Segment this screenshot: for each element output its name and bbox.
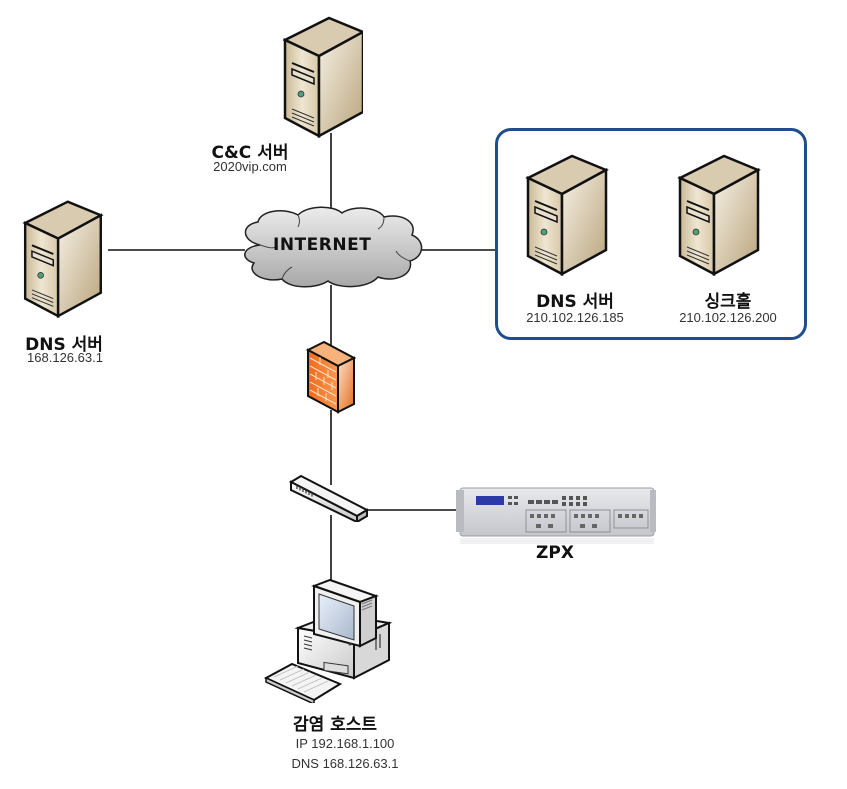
cloud-icon <box>244 206 423 288</box>
desktop-computer-icon <box>263 578 393 706</box>
dns-server-local-node[interactable] <box>14 192 110 322</box>
infected-host-node[interactable] <box>263 578 399 707</box>
infected-host-title: 감염 호스트 <box>292 715 378 735</box>
network-switch-icon <box>288 474 370 524</box>
internet-cloud-node[interactable] <box>238 205 428 294</box>
sinkhole-title: 싱크홀 <box>704 292 752 312</box>
infected-host-dns: DNS 168.126.63.1 <box>291 756 399 771</box>
rack-appliance-icon <box>456 487 656 544</box>
dns-server-remote-node[interactable] <box>521 146 611 280</box>
cnc-server-domain: 2020vip.com <box>213 159 287 174</box>
server-tower-icon <box>22 200 104 319</box>
cnc-server-node[interactable] <box>282 8 366 142</box>
dns-server-remote-ip: 210.102.126.185 <box>526 310 624 325</box>
infected-host-ip: IP 192.168.1.100 <box>295 736 395 751</box>
zpx-node[interactable] <box>456 484 656 550</box>
cnc-server-title: C&C 서버 <box>211 143 289 163</box>
zpx-label: ZPX <box>536 543 574 563</box>
dns-server-local-title: DNS 서버 <box>25 335 103 355</box>
firewall-icon <box>305 340 357 414</box>
switch-node[interactable] <box>288 472 370 526</box>
server-tower-icon <box>282 16 366 139</box>
dns-server-local-ip: 168.126.63.1 <box>27 350 103 365</box>
server-tower-icon <box>677 154 761 277</box>
sinkhole-ip: 210.102.126.200 <box>679 310 777 325</box>
remote-servers-group <box>495 128 807 340</box>
sinkhole-node[interactable] <box>673 146 763 280</box>
firewall-node[interactable] <box>305 340 357 419</box>
dns-server-remote-title: DNS 서버 <box>536 292 614 312</box>
server-tower-icon <box>525 154 609 277</box>
internet-label: INTERNET <box>273 235 372 255</box>
